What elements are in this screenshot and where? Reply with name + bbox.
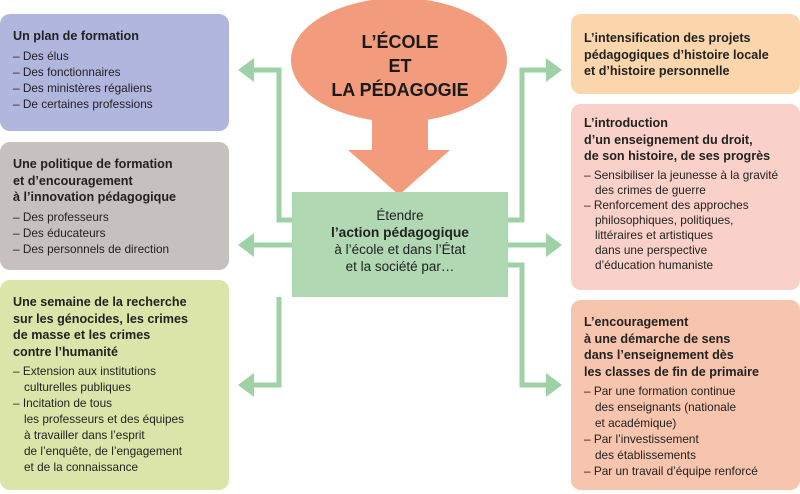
box-intensification: L’intensification des projets pédagogiqu… bbox=[571, 14, 800, 94]
arrow-line-left-1 bbox=[250, 67, 292, 223]
box-plan-formation: Un plan de formation Des élus Des foncti… bbox=[0, 14, 229, 131]
center-line-1: Étendre bbox=[376, 208, 424, 223]
title-ellipse bbox=[291, 0, 507, 122]
list-item: Extension aux institutions culturelles p… bbox=[13, 363, 223, 395]
center-box: Étendre l’action pédagogique à l’école e… bbox=[292, 192, 508, 297]
list-item: Des éducateurs bbox=[13, 225, 223, 241]
arrow-line-left-3 bbox=[250, 297, 282, 388]
list-item: Des professeurs bbox=[13, 209, 223, 225]
box-politique-formation: Une politique de formation et d’encourag… bbox=[0, 142, 229, 270]
list-item: Sensibiliser la jeunesse à la gravité de… bbox=[584, 168, 794, 198]
list-item: Par l’investissement des établissements bbox=[584, 431, 794, 463]
arrow-line-right-3 bbox=[508, 262, 550, 388]
arrowhead-left-3 bbox=[238, 373, 254, 397]
list-item: Incitation de tous les professeurs et de… bbox=[13, 395, 223, 475]
box-heading: Une politique de formation et d’encourag… bbox=[13, 157, 177, 204]
arrowhead-left-2 bbox=[238, 233, 254, 257]
arrowhead-right-3 bbox=[546, 373, 562, 397]
center-line-4: et la société par… bbox=[345, 259, 455, 274]
list-item: Des ministères régaliens bbox=[13, 80, 223, 96]
list-item: Des élus bbox=[13, 48, 223, 64]
box-heading: L’introduction d’un enseignement du droi… bbox=[584, 116, 771, 163]
arrowhead-left-1 bbox=[238, 58, 254, 82]
box-heading: L’intensification des projets pédagogiqu… bbox=[584, 31, 769, 78]
box-semaine-recherche: Une semaine de la recherche sur les géno… bbox=[0, 280, 229, 490]
diagram-title: L’ÉCOLE ET LA PÉDAGOGIE bbox=[331, 32, 469, 100]
down-arrow bbox=[348, 118, 450, 195]
center-line-3: à l’école et dans l’État bbox=[334, 242, 466, 257]
arrow-line-right-1 bbox=[508, 67, 550, 223]
box-heading: Une semaine de la recherche sur les géno… bbox=[13, 295, 189, 359]
list-item: Des personnels de direction bbox=[13, 241, 223, 257]
arrowhead-right-2 bbox=[546, 233, 562, 257]
list-item: Par un travail d’équipe renforcé bbox=[584, 463, 794, 479]
box-heading: Un plan de formation bbox=[13, 29, 139, 43]
box-introduction-droit: L’introduction d’un enseignement du droi… bbox=[571, 104, 800, 290]
arrowhead-right-1 bbox=[546, 58, 562, 82]
list-item: Des fonctionnaires bbox=[13, 64, 223, 80]
list-item: Renforcement des approches philosophique… bbox=[584, 198, 794, 273]
center-bold: l’action pédagogique bbox=[331, 225, 469, 240]
list-item: De certaines professions bbox=[13, 96, 223, 112]
box-encouragement: L’encouragement à une démarche de sens d… bbox=[571, 300, 800, 490]
list-item: Par une formation continue des enseignan… bbox=[584, 383, 794, 431]
box-heading: L’encouragement à une démarche de sens d… bbox=[584, 315, 760, 379]
